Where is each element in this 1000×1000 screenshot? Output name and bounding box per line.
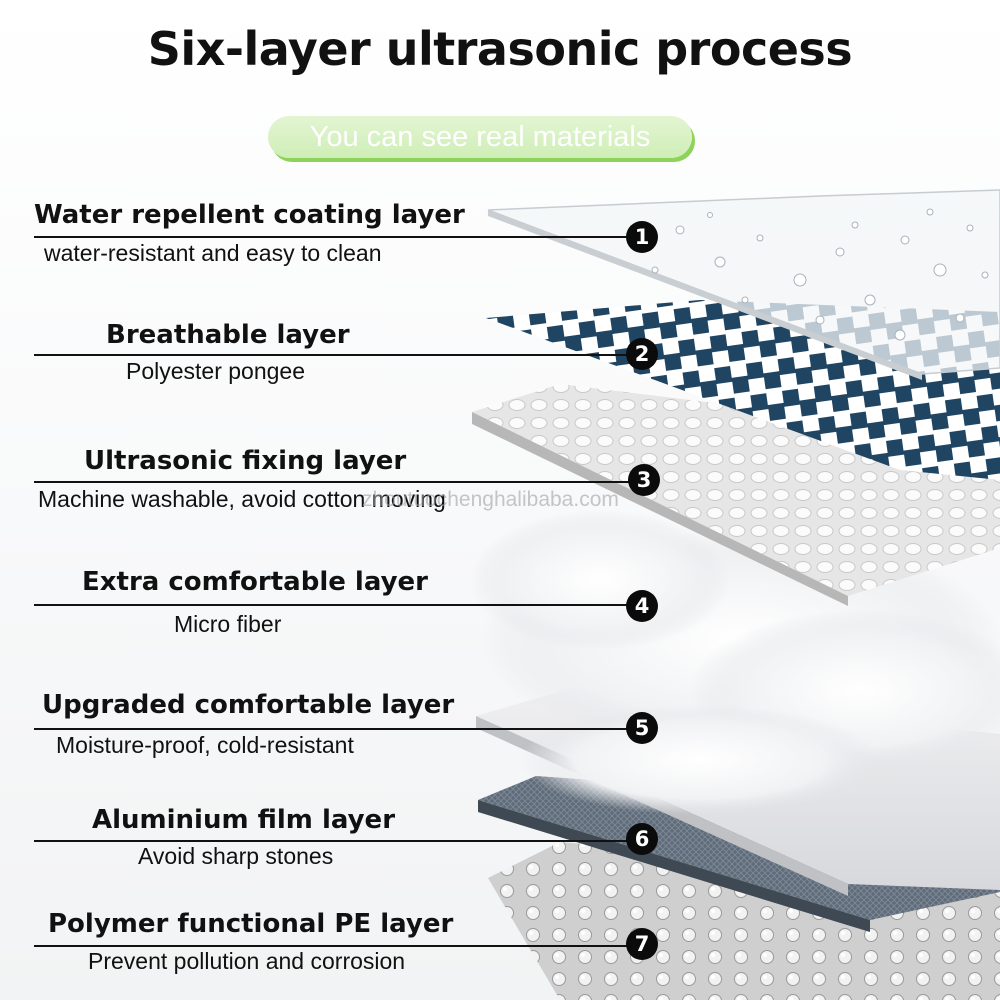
layer-6-title: Aluminium film layer bbox=[92, 805, 396, 835]
subtitle-badge: You can see real materials bbox=[268, 116, 692, 158]
watermark-text: zhoutuochenghalibaba.com bbox=[362, 488, 619, 511]
layer-5-leader-line bbox=[34, 728, 644, 730]
layer-6-description: Avoid sharp stones bbox=[138, 843, 334, 869]
page-title: Six-layer ultrasonic process bbox=[147, 22, 853, 76]
layer-5-description: Moisture-proof, cold-resistant bbox=[56, 732, 354, 758]
layer-2-leader-line bbox=[34, 354, 644, 356]
layer-3-number-badge: 3 bbox=[628, 464, 660, 496]
layer-1-number-badge: 1 bbox=[626, 221, 658, 253]
layer-4-description: Micro fiber bbox=[174, 611, 282, 637]
layer-2-description: Polyester pongee bbox=[126, 358, 306, 384]
layer-6-number-badge: 6 bbox=[626, 823, 658, 855]
layer-7-number-badge: 7 bbox=[626, 928, 658, 960]
layer-4-cotton-art bbox=[470, 510, 1000, 815]
layer-4-title: Extra comfortable layer bbox=[82, 567, 428, 597]
layer-1-title: Water repellent coating layer bbox=[34, 200, 465, 230]
layer-1-leader-line bbox=[34, 236, 644, 238]
layer-3-leader-line bbox=[34, 481, 644, 483]
layer-7-description: Prevent pollution and corrosion bbox=[88, 948, 406, 974]
layer-5-number-badge: 5 bbox=[626, 712, 658, 744]
layer-2-number-badge: 2 bbox=[626, 338, 658, 370]
layer-5-title: Upgraded comfortable layer bbox=[42, 690, 455, 720]
layer-6-leader-line bbox=[34, 840, 644, 842]
layer-4-leader-line bbox=[34, 604, 644, 606]
layer-7-leader-line bbox=[34, 945, 644, 947]
layer-1-description: water-resistant and easy to clean bbox=[44, 240, 382, 266]
layer-4-number-badge: 4 bbox=[626, 590, 658, 622]
layer-2-title: Breathable layer bbox=[106, 320, 350, 350]
layer-3-description: Machine washable, avoid cotton moving bbox=[38, 486, 446, 512]
layer-7-title: Polymer functional PE layer bbox=[48, 909, 454, 939]
layer-3-title: Ultrasonic fixing layer bbox=[84, 446, 407, 476]
